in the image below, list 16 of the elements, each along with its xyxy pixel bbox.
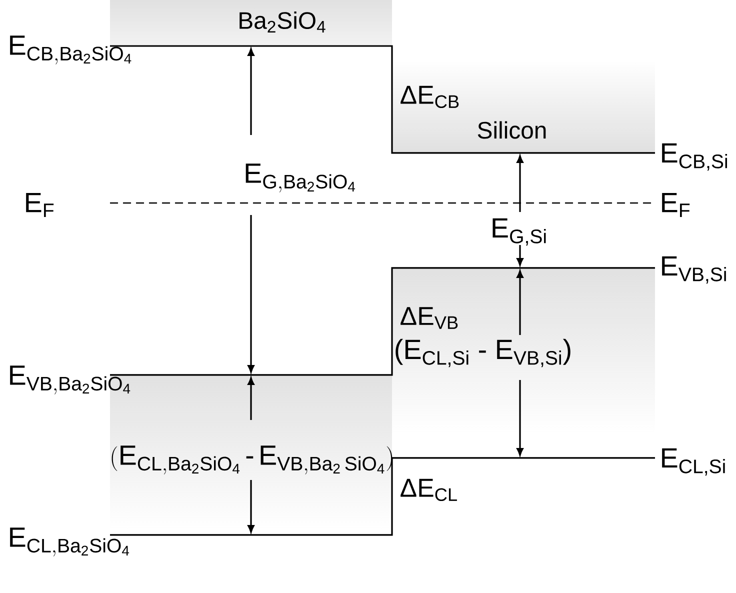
level-label: E$_{G,Si}$ bbox=[492, 218, 546, 246]
level-label: $\mathrm{E_{G{,}Ba_2SiO_4}}$ bbox=[246, 164, 356, 192]
level-label: Silicon bbox=[478, 121, 546, 139]
level-label: $\mathrm{E_{CL{,}Ba_2SiO_4}}$ bbox=[10, 528, 130, 556]
level-label: E$_{VB,Si}$ bbox=[662, 256, 726, 284]
level-label: E$_{F}$ bbox=[662, 192, 690, 218]
level-label: Ba$_{2}$SiO$_{4}$ bbox=[240, 11, 326, 32]
level-label: $\mathrm{E_{CB{,}Ba_2SiO_4}}$ bbox=[10, 36, 132, 64]
level-label: (E$_{CL,Si}$ - E$_{VB,Si}$) bbox=[396, 338, 570, 368]
level-label: E$_{CL,Si}$ bbox=[662, 448, 725, 476]
level-label: E$_{F}$ bbox=[26, 192, 54, 218]
level-label: ΔE$_{VB}$ bbox=[400, 307, 458, 329]
level-label: ΔE$_{CB}$ bbox=[400, 86, 459, 108]
level-label: ΔE$_{CL}$ bbox=[400, 478, 457, 502]
level-label: $\mathrm{E_{VB{,}Ba_2SiO_4}}$ bbox=[10, 366, 130, 394]
level-label: E$_{CB,Si}$ bbox=[662, 143, 727, 171]
